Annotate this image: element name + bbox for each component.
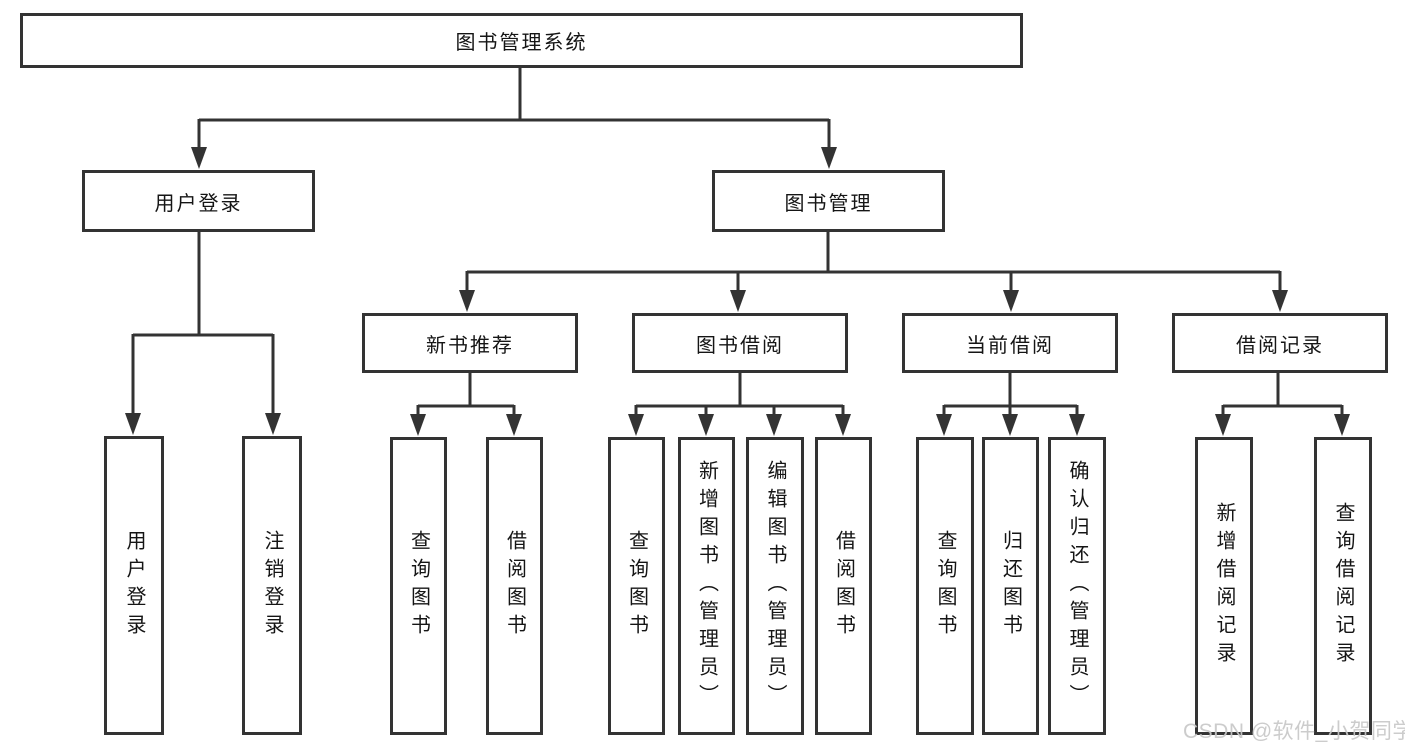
node-leaf-current-query: 查询图书 xyxy=(916,437,974,735)
node-leaf-borrow-add: 新增图书（管理员） xyxy=(678,437,735,735)
node-leaf-logout: 注销登录 xyxy=(242,436,302,735)
node-borrow-record: 借阅记录 xyxy=(1172,313,1388,373)
watermark-text: CSDN @软件_小贺同学 xyxy=(1183,720,1405,743)
node-book-management: 图书管理 xyxy=(712,170,945,232)
node-book-borrow: 图书借阅 xyxy=(632,313,848,373)
node-leaf-current-confirm: 确认归还（管理员） xyxy=(1048,437,1106,735)
node-leaf-record-add: 新增借阅记录 xyxy=(1195,437,1253,735)
node-leaf-borrow-borrow: 借阅图书 xyxy=(815,437,872,735)
node-leaf-newbook-query: 查询图书 xyxy=(390,437,447,735)
node-user-login: 用户登录 xyxy=(82,170,315,232)
node-leaf-newbook-borrow: 借阅图书 xyxy=(486,437,543,735)
node-new-book-recommend: 新书推荐 xyxy=(362,313,578,373)
node-leaf-user-login: 用户登录 xyxy=(104,436,164,735)
node-leaf-borrow-edit: 编辑图书（管理员） xyxy=(746,437,804,735)
node-leaf-record-query: 查询借阅记录 xyxy=(1314,437,1372,735)
node-current-borrow: 当前借阅 xyxy=(902,313,1118,373)
node-root: 图书管理系统 xyxy=(20,13,1023,68)
node-leaf-current-return: 归还图书 xyxy=(982,437,1039,735)
node-leaf-borrow-query: 查询图书 xyxy=(608,437,665,735)
